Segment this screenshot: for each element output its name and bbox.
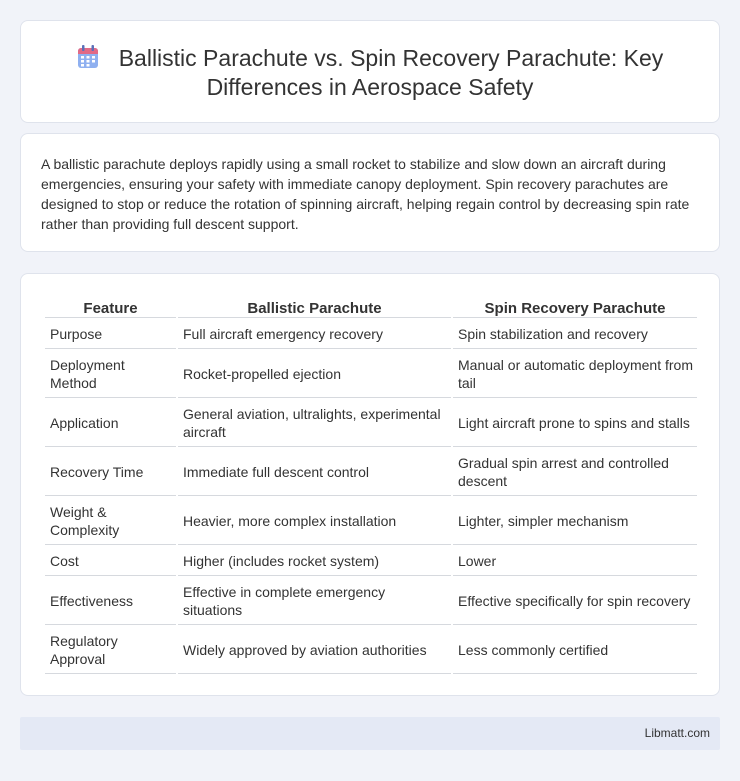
row-ballistic: Full aircraft emergency recovery [178,320,451,349]
row-spin-recovery: Effective specifically for spin recovery [453,578,697,625]
row-spin-recovery: Spin stabilization and recovery [453,320,697,349]
row-feature: Recovery Time [45,449,176,496]
table-row: Regulatory Approval Widely approved by a… [45,627,697,674]
table-row: Application General aviation, ultralight… [45,400,697,447]
page-title: Ballistic Parachute vs. Spin Recovery Pa… [21,44,719,102]
row-feature: Deployment Method [45,351,176,398]
row-feature: Weight & Complexity [45,498,176,545]
table-row: Purpose Full aircraft emergency recovery… [45,320,697,349]
row-spin-recovery: Lower [453,547,697,576]
row-ballistic: Higher (includes rocket system) [178,547,451,576]
footer-bar: Libmatt.com [20,717,720,750]
row-spin-recovery: Lighter, simpler mechanism [453,498,697,545]
table-row: Deployment Method Rocket-propelled eject… [45,351,697,398]
comparison-table: Feature Ballistic Parachute Spin Recover… [43,296,699,676]
title-line-1: Ballistic Parachute vs. Spin Recovery Pa… [118,45,664,71]
row-ballistic: Immediate full descent control [178,449,451,496]
row-feature: Application [45,400,176,447]
footer-site-link[interactable]: Libmatt.com [644,726,710,740]
row-feature: Cost [45,547,176,576]
row-ballistic: Effective in complete emergency situatio… [178,578,451,625]
table-header-row: Feature Ballistic Parachute Spin Recover… [45,298,697,318]
header-ballistic: Ballistic Parachute [178,298,451,318]
header-feature: Feature [45,298,176,318]
title-card: Ballistic Parachute vs. Spin Recovery Pa… [20,20,720,123]
comparison-card: Feature Ballistic Parachute Spin Recover… [20,273,720,696]
row-ballistic: General aviation, ultralights, experimen… [178,400,451,447]
row-spin-recovery: Manual or automatic deployment from tail [453,351,697,398]
row-feature: Regulatory Approval [45,627,176,674]
table-row: Weight & Complexity Heavier, more comple… [45,498,697,545]
row-spin-recovery: Less commonly certified [453,627,697,674]
table-row: Effectiveness Effective in complete emer… [45,578,697,625]
table-row: Cost Higher (includes rocket system) Low… [45,547,697,576]
calendar-icon [77,45,99,69]
title-line-2: Differences in Aerospace Safety [206,74,534,100]
table-row: Recovery Time Immediate full descent con… [45,449,697,496]
row-spin-recovery: Gradual spin arrest and controlled desce… [453,449,697,496]
row-feature: Effectiveness [45,578,176,625]
header-spin-recovery: Spin Recovery Parachute [453,298,697,318]
row-ballistic: Rocket-propelled ejection [178,351,451,398]
row-ballistic: Heavier, more complex installation [178,498,451,545]
row-feature: Purpose [45,320,176,349]
row-ballistic: Widely approved by aviation authorities [178,627,451,674]
intro-text: A ballistic parachute deploys rapidly us… [41,156,690,232]
intro-card: A ballistic parachute deploys rapidly us… [20,133,720,252]
row-spin-recovery: Light aircraft prone to spins and stalls [453,400,697,447]
